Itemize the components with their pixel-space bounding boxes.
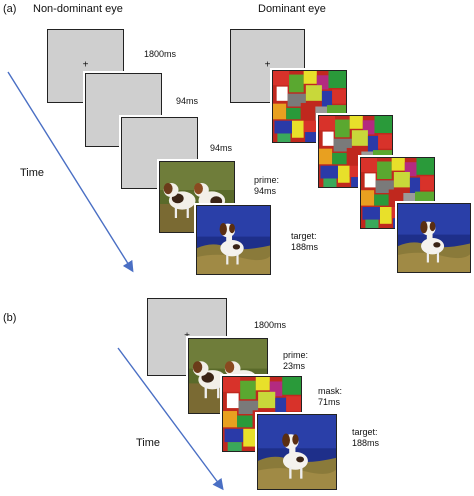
label-blank1: 94ms [176, 96, 199, 106]
target-dog-image-b [257, 414, 337, 490]
dog-image-icon [197, 206, 270, 274]
time-arrow-a [7, 71, 134, 273]
dog-image-icon [398, 204, 470, 272]
dog-image-icon [258, 415, 336, 489]
fixation-cross-icon: + [82, 59, 89, 71]
dominant-eye-heading: Dominant eye [258, 3, 326, 15]
non-dominant-eye-heading: Non-dominant eye [33, 3, 123, 15]
label-blank2: 94ms [210, 143, 233, 153]
label-prime-b: prime: 23ms [283, 350, 309, 371]
fixation-cross-icon: + [184, 330, 190, 342]
label-target-a: target: 188ms [291, 231, 319, 252]
target-dog-image-right [397, 203, 471, 273]
label-prime-a: prime: 94ms [254, 175, 280, 196]
target-dog-image-a [196, 205, 271, 275]
time-arrow-b [117, 347, 224, 491]
panel-b-label: (b) [3, 312, 17, 324]
time-label-b: Time [136, 437, 161, 449]
label-fixation-a: 1800ms [144, 49, 177, 59]
time-label-a: Time [20, 167, 45, 179]
label-target-b: target: 188ms [352, 427, 380, 448]
fixation-cross-icon: + [264, 59, 271, 71]
label-mask-b: mask: 71ms [318, 386, 343, 407]
panel-a-label: (a) [3, 3, 17, 15]
label-fixation-b: 1800ms [254, 320, 287, 330]
